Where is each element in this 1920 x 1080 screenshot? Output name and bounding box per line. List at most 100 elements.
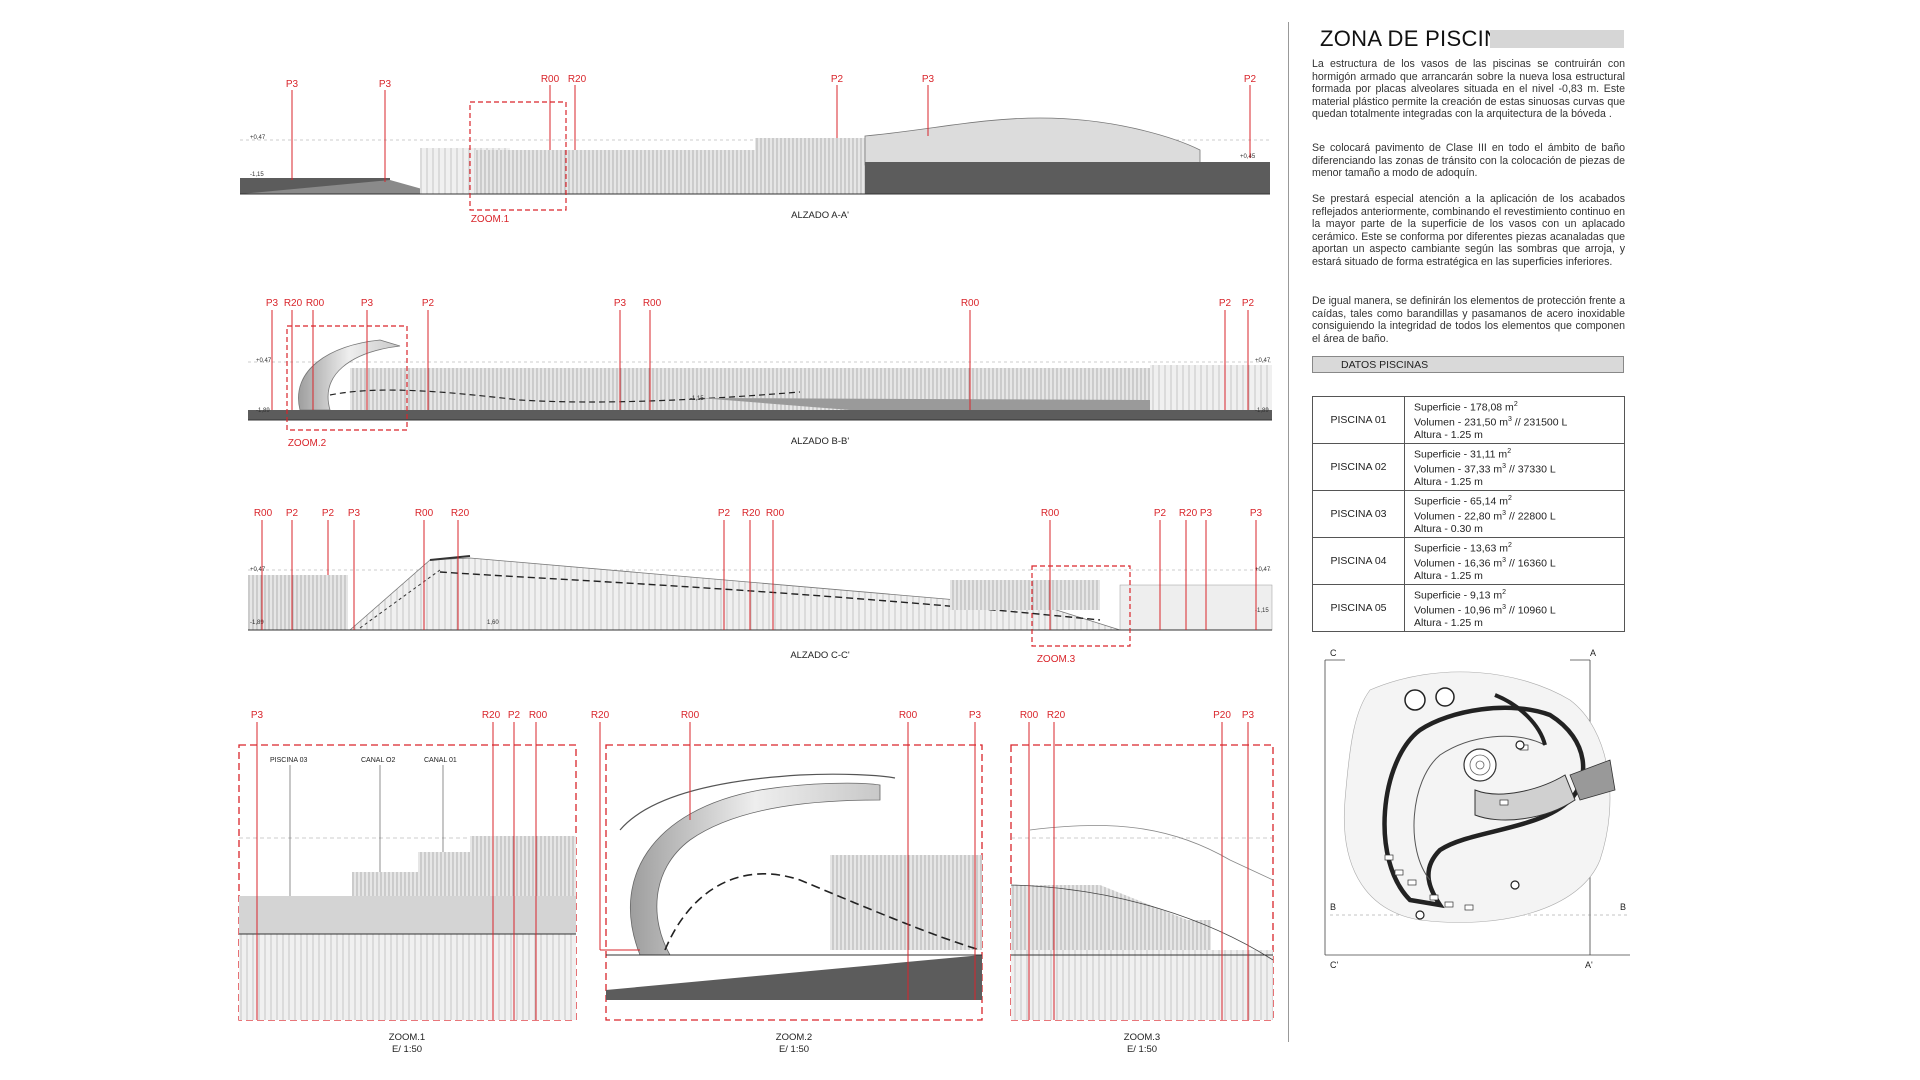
zoom-label: P3 <box>969 710 982 721</box>
pool-volume: Volumen - 231,50 m <box>1414 416 1508 429</box>
zoom-caption: ZOOM.2 <box>776 1032 812 1043</box>
pool-volume: Volumen - 22,80 m <box>1414 510 1503 523</box>
elevation-label: R20 <box>451 508 470 519</box>
table-row: PISCINA 03 Superficie - 65,14 m2 Volumen… <box>1312 490 1625 538</box>
level-mark: +0,47 <box>250 135 266 141</box>
pool-area: Superficie - 9,13 m <box>1414 589 1503 602</box>
elevation-label: P3 <box>1200 508 1213 519</box>
pool-name: PISCINA 05 <box>1312 584 1405 632</box>
table-row: PISCINA 01 Superficie - 178,08 m2 Volume… <box>1312 396 1625 444</box>
elevation-label: P3 <box>922 74 935 85</box>
level-mark: +0,47 <box>1255 358 1271 364</box>
pool-liters: // 231500 L <box>1511 416 1568 429</box>
elevation-label: P2 <box>286 508 299 519</box>
elevation-label: P2 <box>1219 298 1232 309</box>
elevation-label: P3 <box>348 508 361 519</box>
zoom-label: R00 <box>899 710 918 721</box>
elevation-label: P3 <box>286 79 299 90</box>
elevation-label: P2 <box>1154 508 1167 519</box>
zoom-tag: ZOOM.1 <box>471 214 510 225</box>
elevation-label: R00 <box>766 508 785 519</box>
elevation-label: P3 <box>614 298 627 309</box>
zoom-label: R20 <box>482 710 501 721</box>
pool-area: Superficie - 13,63 m <box>1414 542 1508 555</box>
elevation-c-c: +0,47 +0,47 -1,89 -1,15 1,60 R00 P2 P2 P… <box>248 508 1273 665</box>
elevation-label: R00 <box>961 298 980 309</box>
zoom-label: R00 <box>681 710 700 721</box>
table-row: PISCINA 05 Superficie - 9,13 m2 Volumen … <box>1312 584 1625 632</box>
elevation-label: R00 <box>415 508 434 519</box>
pool-liters: // 37330 L <box>1506 463 1556 476</box>
elevation-caption: ALZADO A-A' <box>791 210 849 221</box>
elevation-label: R00 <box>1041 508 1060 519</box>
pool-area: Superficie - 65,14 m <box>1414 495 1508 508</box>
zoom-label: R00 <box>1020 710 1039 721</box>
plan-label: B <box>1330 902 1336 912</box>
level-mark: -1,15 <box>690 396 704 402</box>
pool-volume: Volumen - 37,33 m <box>1414 463 1503 476</box>
level-mark: -1,15 <box>250 172 264 178</box>
elevation-label: P3 <box>379 79 392 90</box>
zoom-scale: E/ 1:50 <box>779 1044 809 1055</box>
table-row: PISCINA 04 Superficie - 13,63 m2 Volumen… <box>1312 537 1625 585</box>
zoom-label: P3 <box>1242 710 1255 721</box>
level-mark: +0,45 <box>1240 154 1256 160</box>
elevation-label: P2 <box>718 508 731 519</box>
zoom-caption: ZOOM.1 <box>389 1032 425 1043</box>
elevation-label: R00 <box>306 298 325 309</box>
elevation-caption: ALZADO C-C' <box>790 650 850 661</box>
elevation-label: R00 <box>541 74 560 85</box>
elevation-label: R00 <box>643 298 662 309</box>
elevation-label: R20 <box>284 298 303 309</box>
pool-data-table: PISCINA 01 Superficie - 178,08 m2 Volume… <box>1312 396 1625 632</box>
pool-name: PISCINA 03 <box>1312 490 1405 538</box>
level-mark: +0,47 <box>1255 567 1271 573</box>
description-paragraph: Se colocará pavimento de Clase III en to… <box>1312 142 1625 180</box>
zoom-note: CANAL 01 <box>424 757 457 764</box>
elevation-label: R20 <box>742 508 761 519</box>
pool-height: Altura - 1.25 m <box>1414 569 1483 582</box>
pool-height: Altura - 0.30 m <box>1414 522 1483 535</box>
site-plan: C A B B C' A' <box>1324 648 1630 970</box>
pool-name: PISCINA 04 <box>1312 537 1405 585</box>
plan-label: C' <box>1330 960 1338 970</box>
table-row: PISCINA 02 Superficie - 31,11 m2 Volumen… <box>1312 443 1625 491</box>
title-bar <box>1490 30 1624 48</box>
elevation-label: R20 <box>1179 508 1198 519</box>
elevation-label: R00 <box>254 508 273 519</box>
level-mark: +0,47 <box>250 567 266 573</box>
description-paragraph: De igual manera, se definirán los elemen… <box>1312 295 1625 345</box>
pool-liters: // 16360 L <box>1506 557 1556 570</box>
pool-info: Superficie - 13,63 m2 Volumen - 16,36 m3… <box>1404 537 1625 585</box>
level-mark: -1,89 <box>256 408 270 414</box>
pool-area: Superficie - 31,11 m <box>1414 448 1508 461</box>
plan-label: A <box>1590 648 1596 658</box>
level-mark: -1,89 <box>1255 408 1269 414</box>
zoom-label: P2 <box>508 710 521 721</box>
pool-volume: Volumen - 16,36 m <box>1414 557 1503 570</box>
zoom-tag: ZOOM.3 <box>1037 654 1076 665</box>
elevation-a-a: +0,47 +0,45 -1,15 P3 P3 R00 R20 P2 P3 P2… <box>240 74 1270 225</box>
pool-height: Altura - 1.25 m <box>1414 616 1483 629</box>
level-mark: +0,47 <box>256 358 272 364</box>
level-mark: 1,60 <box>487 620 499 626</box>
elevation-label: P3 <box>361 298 374 309</box>
pool-height: Altura - 1.25 m <box>1414 475 1483 488</box>
zoom-2-detail: R20 R00 R00 P3 ZOOM.2 E/ 1:50 <box>591 710 983 1055</box>
elevation-label: P3 <box>266 298 279 309</box>
plan-label: B <box>1620 902 1626 912</box>
zoom-label: R20 <box>1047 710 1066 721</box>
level-mark: -1,89 <box>250 620 264 626</box>
plan-label: A' <box>1585 960 1593 970</box>
elevation-caption: ALZADO B-B' <box>791 436 849 447</box>
elevation-label: P3 <box>1250 508 1263 519</box>
level-mark: -1,15 <box>1255 608 1269 614</box>
zoom-scale: E/ 1:50 <box>1127 1044 1157 1055</box>
zoom-caption: ZOOM.3 <box>1124 1032 1160 1043</box>
pool-info: Superficie - 178,08 m2 Volumen - 231,50 … <box>1404 396 1625 444</box>
zoom-note: CANAL O2 <box>361 757 395 764</box>
description-paragraph: La estructura de los vasos de las piscin… <box>1312 58 1625 121</box>
pool-info: Superficie - 65,14 m2 Volumen - 22,80 m3… <box>1404 490 1625 538</box>
pool-liters: // 10960 L <box>1506 604 1556 617</box>
